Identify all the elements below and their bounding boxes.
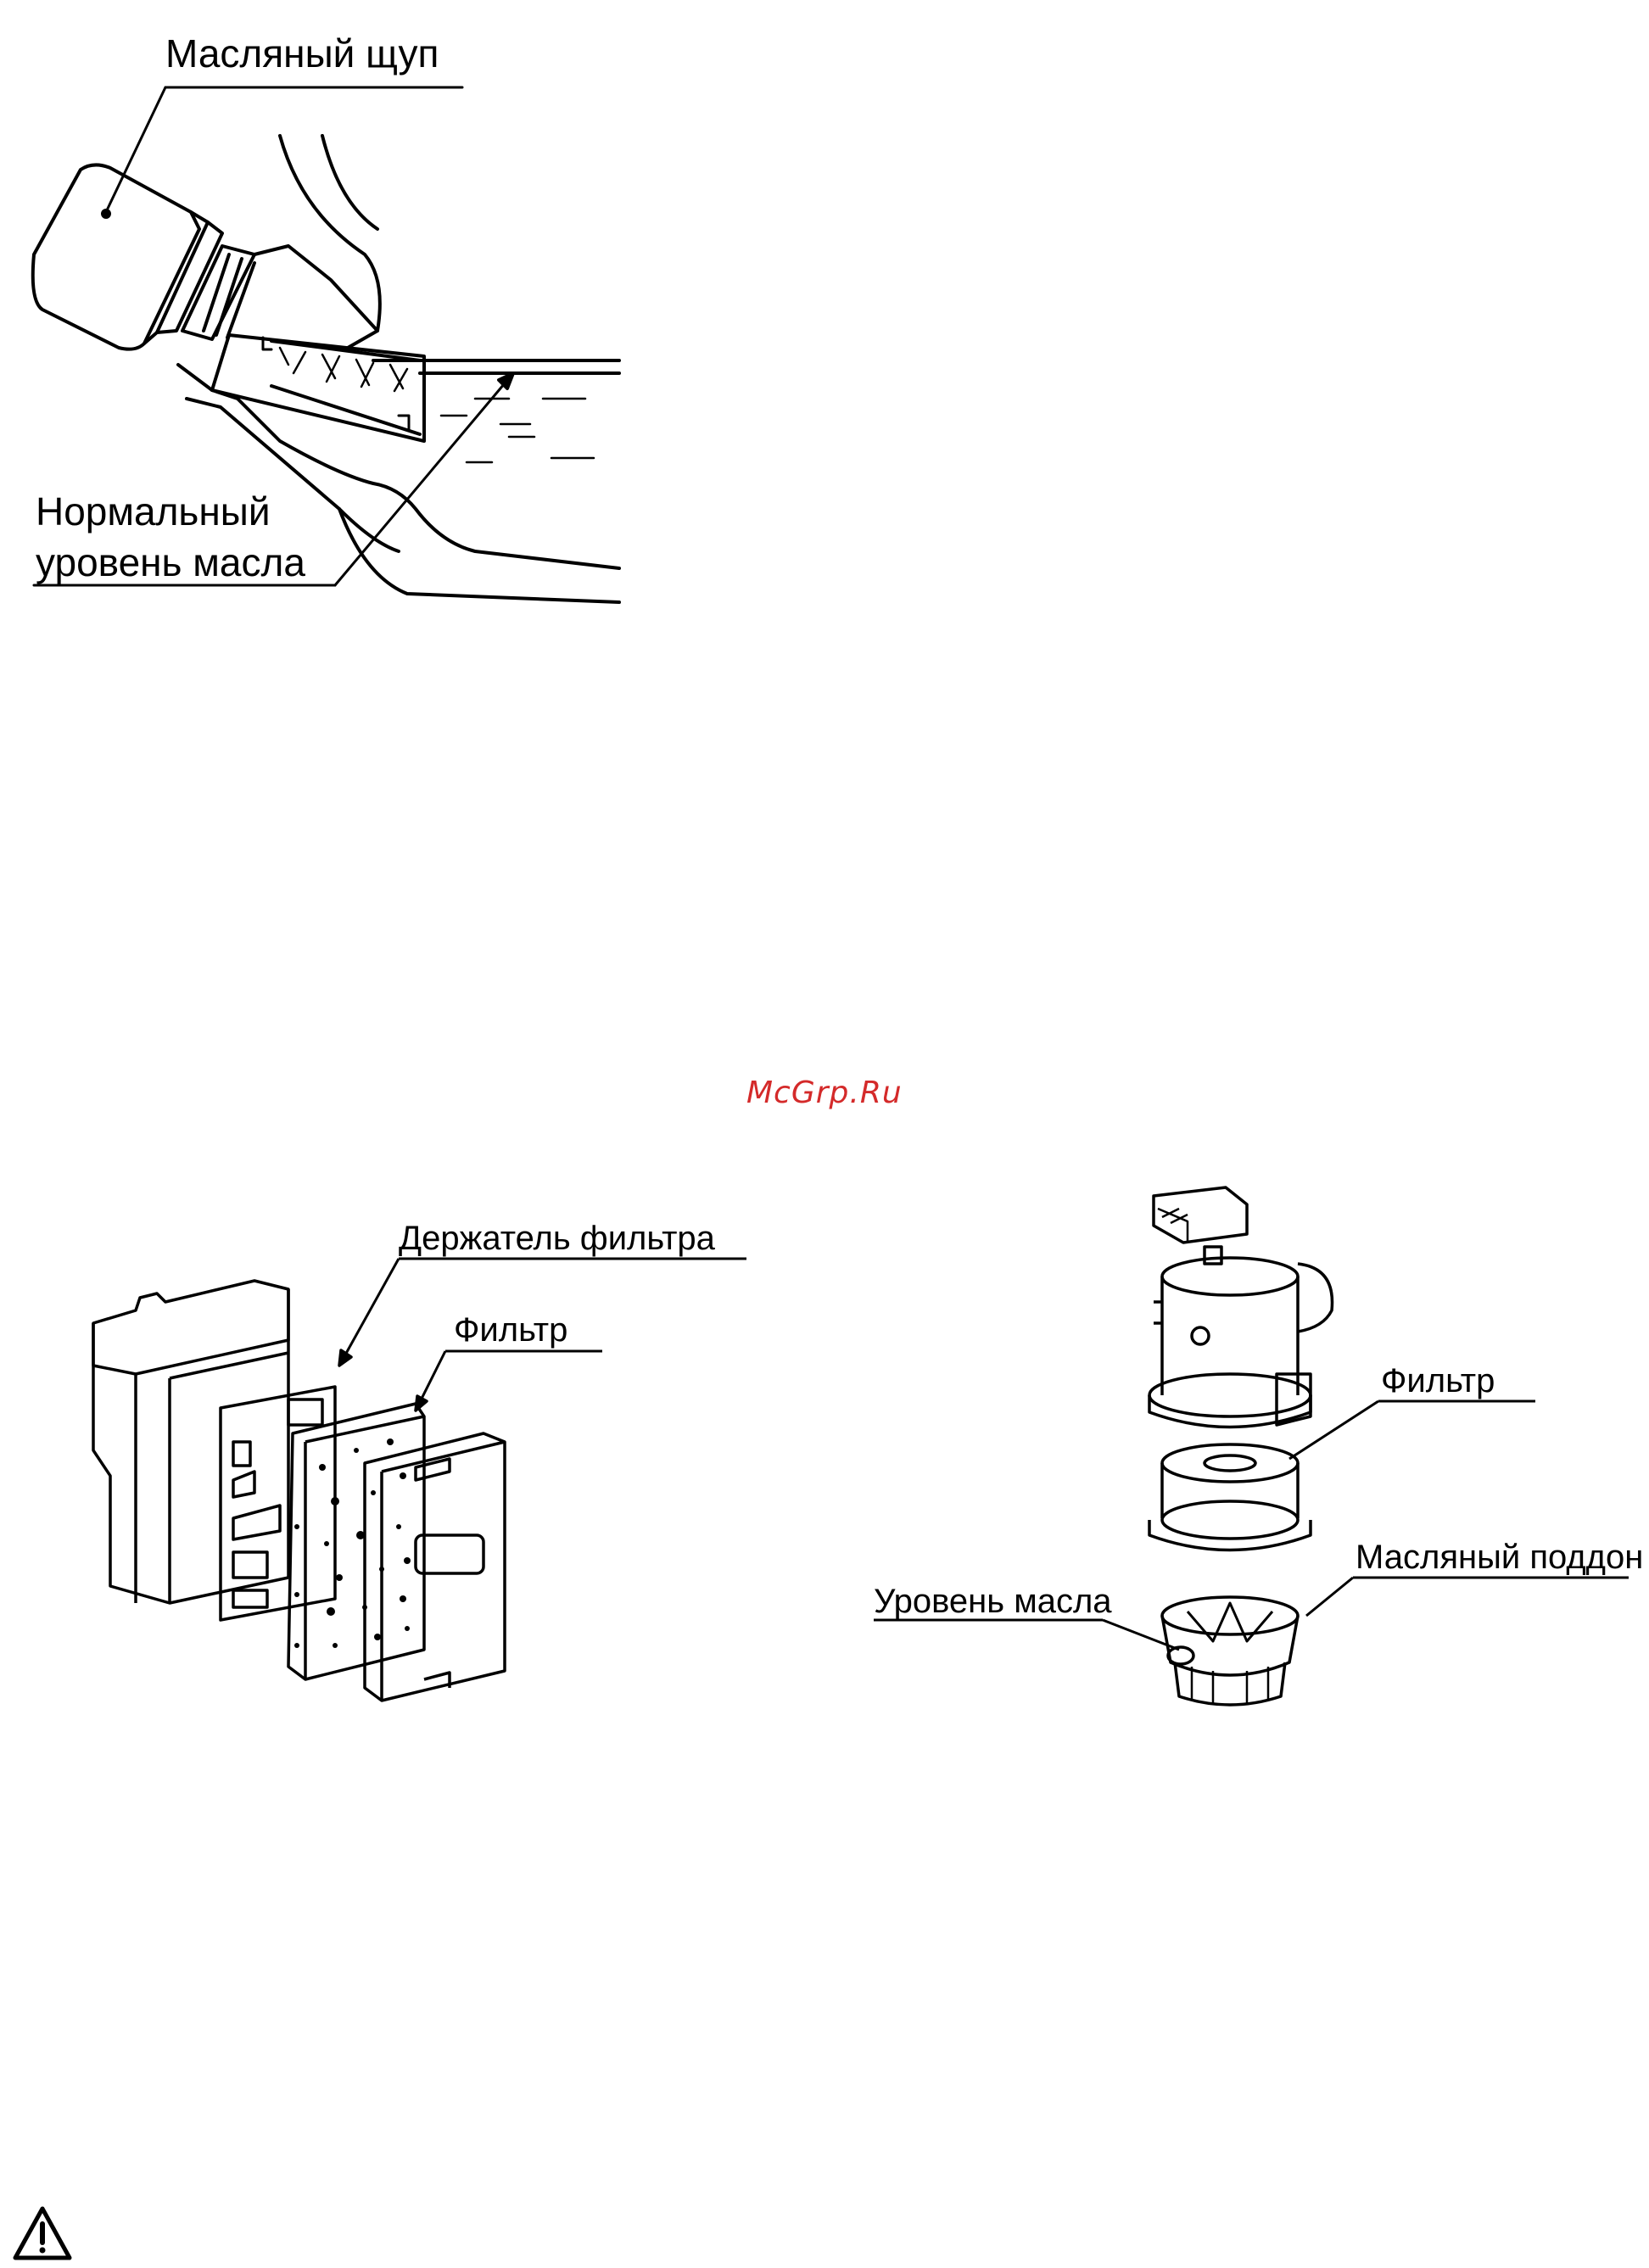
filter-label-left: Фильтр — [454, 1313, 567, 1347]
oil-bath-illustration — [848, 1170, 1649, 1747]
oil-bath-figure: Фильтр Масляный поддон Уровень масла — [848, 1170, 1649, 1747]
filter-label-right: Фильтр — [1381, 1364, 1495, 1398]
filter-box-illustration — [0, 1170, 763, 1747]
normal-level-label-line2: уровень масла — [36, 543, 305, 582]
dipstick-figure: Масляный щуп Нормальный уровень масла — [0, 0, 645, 645]
oil-level-label: Уровень масла — [874, 1584, 1112, 1618]
normal-level-label-line1: Нормальный — [36, 492, 271, 531]
watermark: McGrp.Ru — [746, 1075, 903, 1110]
warning-triangle-icon — [12, 2205, 73, 2261]
oil-pan-label: Масляный поддон — [1356, 1540, 1643, 1574]
filter-box-figure: Держатель фильтра Фильтр — [0, 1170, 763, 1747]
dipstick-label: Масляный щуп — [165, 34, 439, 73]
filter-holder-label: Держатель фильтра — [399, 1221, 715, 1255]
